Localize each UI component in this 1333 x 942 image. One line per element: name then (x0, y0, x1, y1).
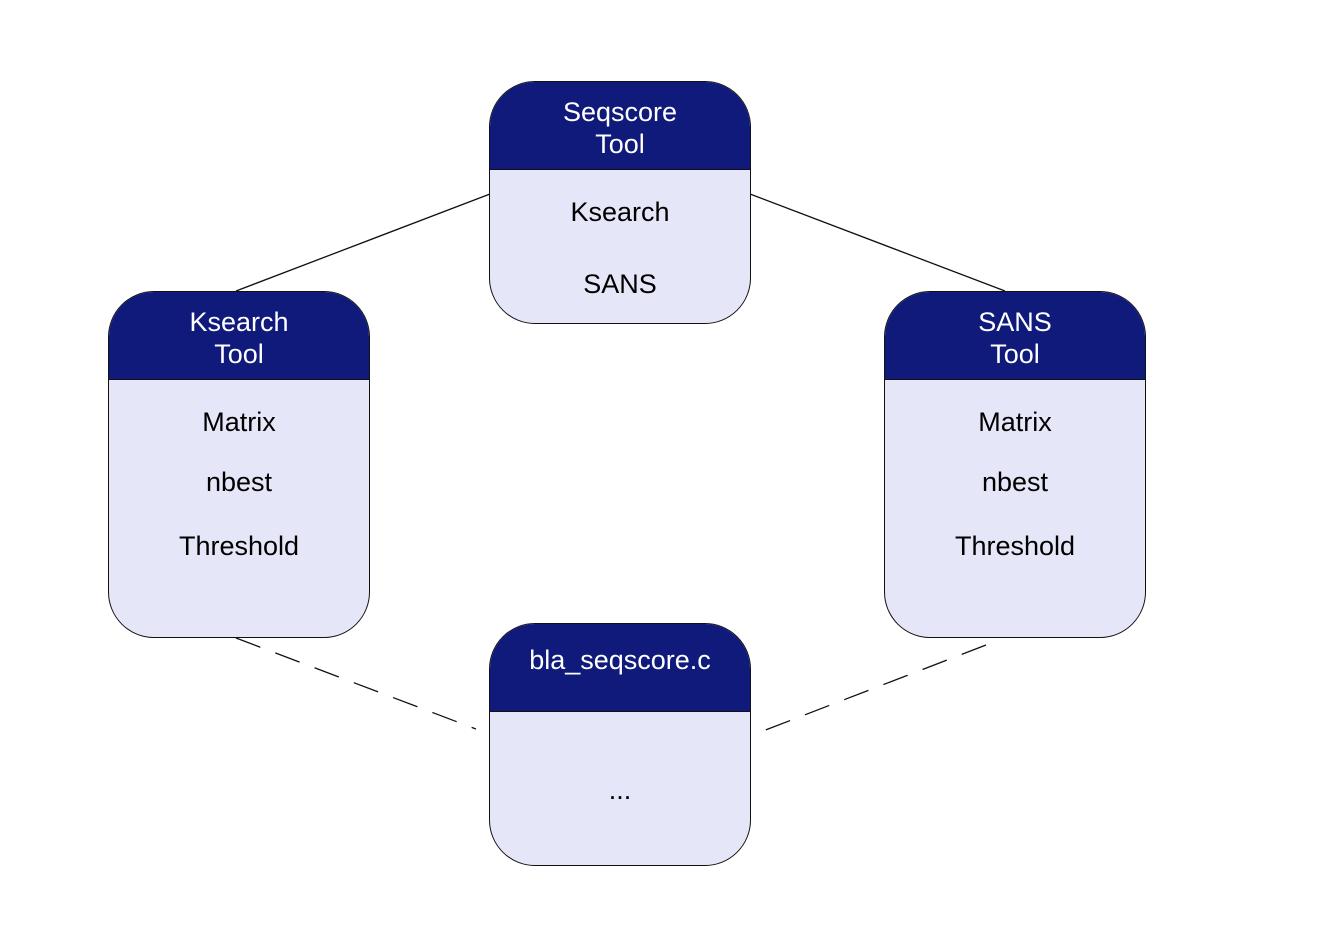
ksearch-item-matrix: Matrix (202, 407, 276, 437)
ksearch-tool-header: Ksearch Tool (109, 292, 369, 380)
sans-item-nbest: nbest (981, 467, 1049, 497)
seqscore-tool-node[interactable]: Seqscore Tool Ksearch SANS (489, 81, 751, 324)
sans-item-matrix: Matrix (978, 407, 1052, 437)
seqscore-item-sans: SANS (583, 269, 657, 299)
ksearch-item-threshold: Threshold (178, 531, 300, 561)
edge-ksearch-to-bla-dashed (235, 637, 477, 730)
bla-seqscore-item-ellipsis: ... (608, 775, 632, 805)
ksearch-item-nbest: nbest (205, 467, 273, 497)
bla-seqscore-header: bla_seqscore.c (490, 624, 750, 712)
seqscore-item-ksearch: Ksearch (570, 197, 670, 227)
sans-title-line1: SANS (978, 306, 1052, 337)
bla-seqscore-file-node[interactable]: bla_seqscore.c ... (489, 623, 751, 866)
ksearch-tool-node[interactable]: Ksearch Tool Matrix nbest Threshold (108, 291, 370, 638)
sans-tool-node[interactable]: SANS Tool Matrix nbest Threshold (884, 291, 1146, 638)
seqscore-title-line2: Tool (595, 128, 645, 159)
edge-sans-to-bla-dashed (749, 644, 987, 737)
ksearch-title-line1: Ksearch (189, 306, 289, 337)
sans-item-threshold: Threshold (954, 531, 1076, 561)
sans-title-line2: Tool (990, 338, 1040, 369)
edge-ksearch-to-seqscore (235, 193, 491, 292)
seqscore-title-line1: Seqscore (562, 96, 678, 127)
sans-tool-header: SANS Tool (885, 292, 1145, 380)
edge-seqscore-to-sans (749, 193, 1006, 292)
bla-seqscore-title: bla_seqscore.c (529, 645, 711, 675)
ksearch-title-line2: Tool (214, 338, 264, 369)
seqscore-tool-header: Seqscore Tool (490, 82, 750, 170)
